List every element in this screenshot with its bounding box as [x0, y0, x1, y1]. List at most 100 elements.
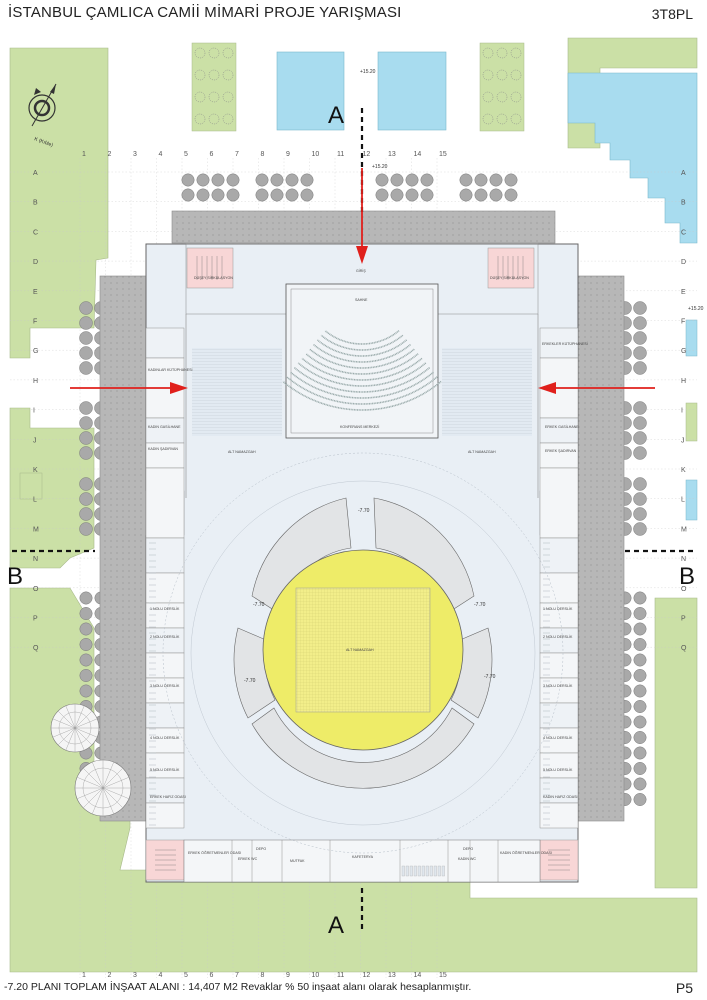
room-label-depo-right: DEPO: [463, 847, 473, 851]
right-wing-rooms: [539, 327, 579, 829]
grid-column-label: 1: [82, 151, 86, 158]
dome: [162, 452, 564, 854]
grid-column-label: 12: [363, 972, 371, 978]
grid-column-label: 5: [184, 972, 188, 978]
room-label-derslik-4-right: 4 NOLU DERSLİK: [543, 735, 573, 740]
room-label-kadin-wc: KADIN WC: [458, 857, 476, 861]
grid-row-label: P: [33, 616, 38, 623]
room-labels: GİRİŞ SAHNE KONFERANS MERKEZİ ALT NAMAZG…: [148, 268, 588, 863]
grid-column-label: 11: [337, 972, 344, 978]
grid-column-label: 9: [286, 151, 290, 158]
grid-row-label: M: [681, 526, 687, 533]
room-label-mutfak: MUTFAK: [290, 859, 305, 863]
room-label-derslik-5-right: 5 NOLU DERSLİK: [543, 767, 573, 772]
section-b-left: B: [7, 563, 23, 590]
grid-column-label: 7: [235, 151, 239, 158]
grid-column-label: 6: [210, 151, 214, 158]
room-label-kadin-ogretmen: KADIN ÖĞRETMENLER ODASI: [500, 850, 552, 855]
grid-row-label: P: [681, 616, 686, 623]
room-label-dosey-left: DÜŞEY SİRKÜLASYON: [194, 275, 233, 280]
grid-column-label: 10: [312, 972, 320, 978]
room-label-derslik-3-left: 3 NOLU DERSLİK: [150, 683, 180, 688]
grid-column-label: 3: [133, 151, 137, 158]
room-label-kadin-sadirvan: KADIN ŞADIRVAN: [148, 447, 178, 451]
grid-column-label: 13: [388, 972, 396, 978]
grid-column-label: 5: [184, 151, 188, 158]
room-label-erkek-ogretmen: ERKEK ÖĞRETMENLER ODASI: [188, 850, 241, 855]
elevation-dome-right: -7.70: [474, 602, 486, 608]
grid-row-label: A: [33, 170, 38, 177]
room-label-derslik-1-left: 1 NOLU DERSLİK: [150, 606, 180, 611]
room-label-derslik-4-left: 4 NOLU DERSLİK: [150, 735, 180, 740]
grid-column-label: 3: [133, 972, 137, 978]
section-a-bottom: A: [328, 912, 344, 939]
room-label-kadin-gasilhane: KADIN GASİLHANE: [148, 424, 181, 429]
bottom-rooms: [231, 840, 499, 882]
grid-row-label: D: [681, 259, 686, 266]
grid-row-label: N: [33, 556, 38, 563]
room-label-giris: GİRİŞ: [356, 268, 366, 273]
elevation-markers: +15.20 +15.20 +15.20 -7.70 -7.70 -7.70 -…: [244, 69, 704, 684]
room-label-kafeterya: KAFETERYA: [352, 855, 374, 859]
grid-row-label: F: [33, 319, 37, 326]
grid-column-label: 15: [439, 151, 447, 158]
section-a-top: A: [328, 102, 344, 129]
entrance-arrows: [70, 168, 655, 394]
grid-row-label: H: [681, 378, 686, 385]
section-b-right: B: [679, 563, 695, 590]
grid-row-label: G: [33, 348, 38, 355]
grid-column-label: 1: [82, 972, 86, 978]
grid-column-label: 14: [414, 972, 422, 978]
grid-row-label: D: [33, 259, 38, 266]
room-label-kadin-kutuphane: KADINLAR KÜTÜPHANESİ: [148, 367, 193, 372]
room-label-kadin-hafiz: KADIN HAFIZ ODASI: [543, 795, 578, 799]
room-label-alt-namazgah-left: ALT NAMAZGAH: [228, 450, 256, 454]
grid-column-label: 7: [235, 972, 239, 978]
page-number: P5: [675, 980, 693, 996]
room-label-derslik-2-right: 2 NOLU DERSLİK: [543, 634, 573, 639]
grid-column-label: 8: [261, 972, 265, 978]
grid-column-label: 11: [337, 151, 344, 158]
grid-row-label: Q: [681, 645, 687, 652]
grid-row-label: O: [33, 586, 39, 593]
room-label-sahne: SAHNE: [355, 298, 368, 302]
grid-row-label: L: [33, 497, 37, 504]
grid-column-label: 8: [261, 151, 265, 158]
room-label-erkek-wc: ERKEK WC: [238, 857, 258, 861]
grid-column-label: 14: [414, 151, 422, 158]
room-label-erkek-hafiz: ERKEK HAFIZ ODASI: [150, 795, 186, 799]
elevation-dome-left: -7.70: [253, 602, 265, 608]
room-label-depo-left: DEPO: [256, 847, 266, 851]
room-label-alt-namazgah-center: ALT NAMAZGAH: [346, 648, 374, 652]
grid-row-label: G: [681, 348, 686, 355]
grid-column-label: 15: [439, 972, 447, 978]
room-label-derslik-2-left: 2 NOLU DERSLİK: [150, 634, 180, 639]
footer-note: -7.20 PLANI TOPLAM İNŞAAT ALANI : 14,407…: [4, 981, 472, 993]
grid-column-label: 2: [108, 972, 112, 978]
left-wing-rooms: [145, 327, 185, 829]
page-title: İSTANBUL ÇAMLICA CAMİİ MİMARİ PROJE YARI…: [8, 4, 402, 21]
sheet-code: 3T8PL: [651, 6, 693, 22]
elevation-dome-bottom-left: -7.70: [244, 678, 256, 684]
grid-column-label: 13: [388, 151, 396, 158]
grid-row-label: H: [33, 378, 38, 385]
section-lines: A A B B: [7, 102, 697, 939]
grid-row-label: J: [681, 437, 685, 444]
room-label-erkek-gasilhane: ERKEK GASİLHANE: [545, 424, 579, 429]
conference-seating: [282, 330, 442, 411]
elevation-dome-top: -7.70: [358, 508, 370, 514]
room-label-dosey-right: DÜŞEY SİRKÜLASYON: [490, 275, 529, 280]
room-label-erkek-kutuphane: ERKEKLER KÜTÜPHANESİ: [542, 341, 588, 346]
room-label-alt-namazgah-right: ALT NAMAZGAH: [468, 450, 496, 454]
grid-column-label: 6: [210, 972, 214, 978]
round-pavilions: [50, 703, 132, 817]
grid-row-label: M: [33, 526, 39, 533]
grid-column-label: 12: [363, 151, 371, 158]
grid-row-label: B: [681, 200, 686, 207]
grid-row-label: E: [33, 289, 38, 296]
